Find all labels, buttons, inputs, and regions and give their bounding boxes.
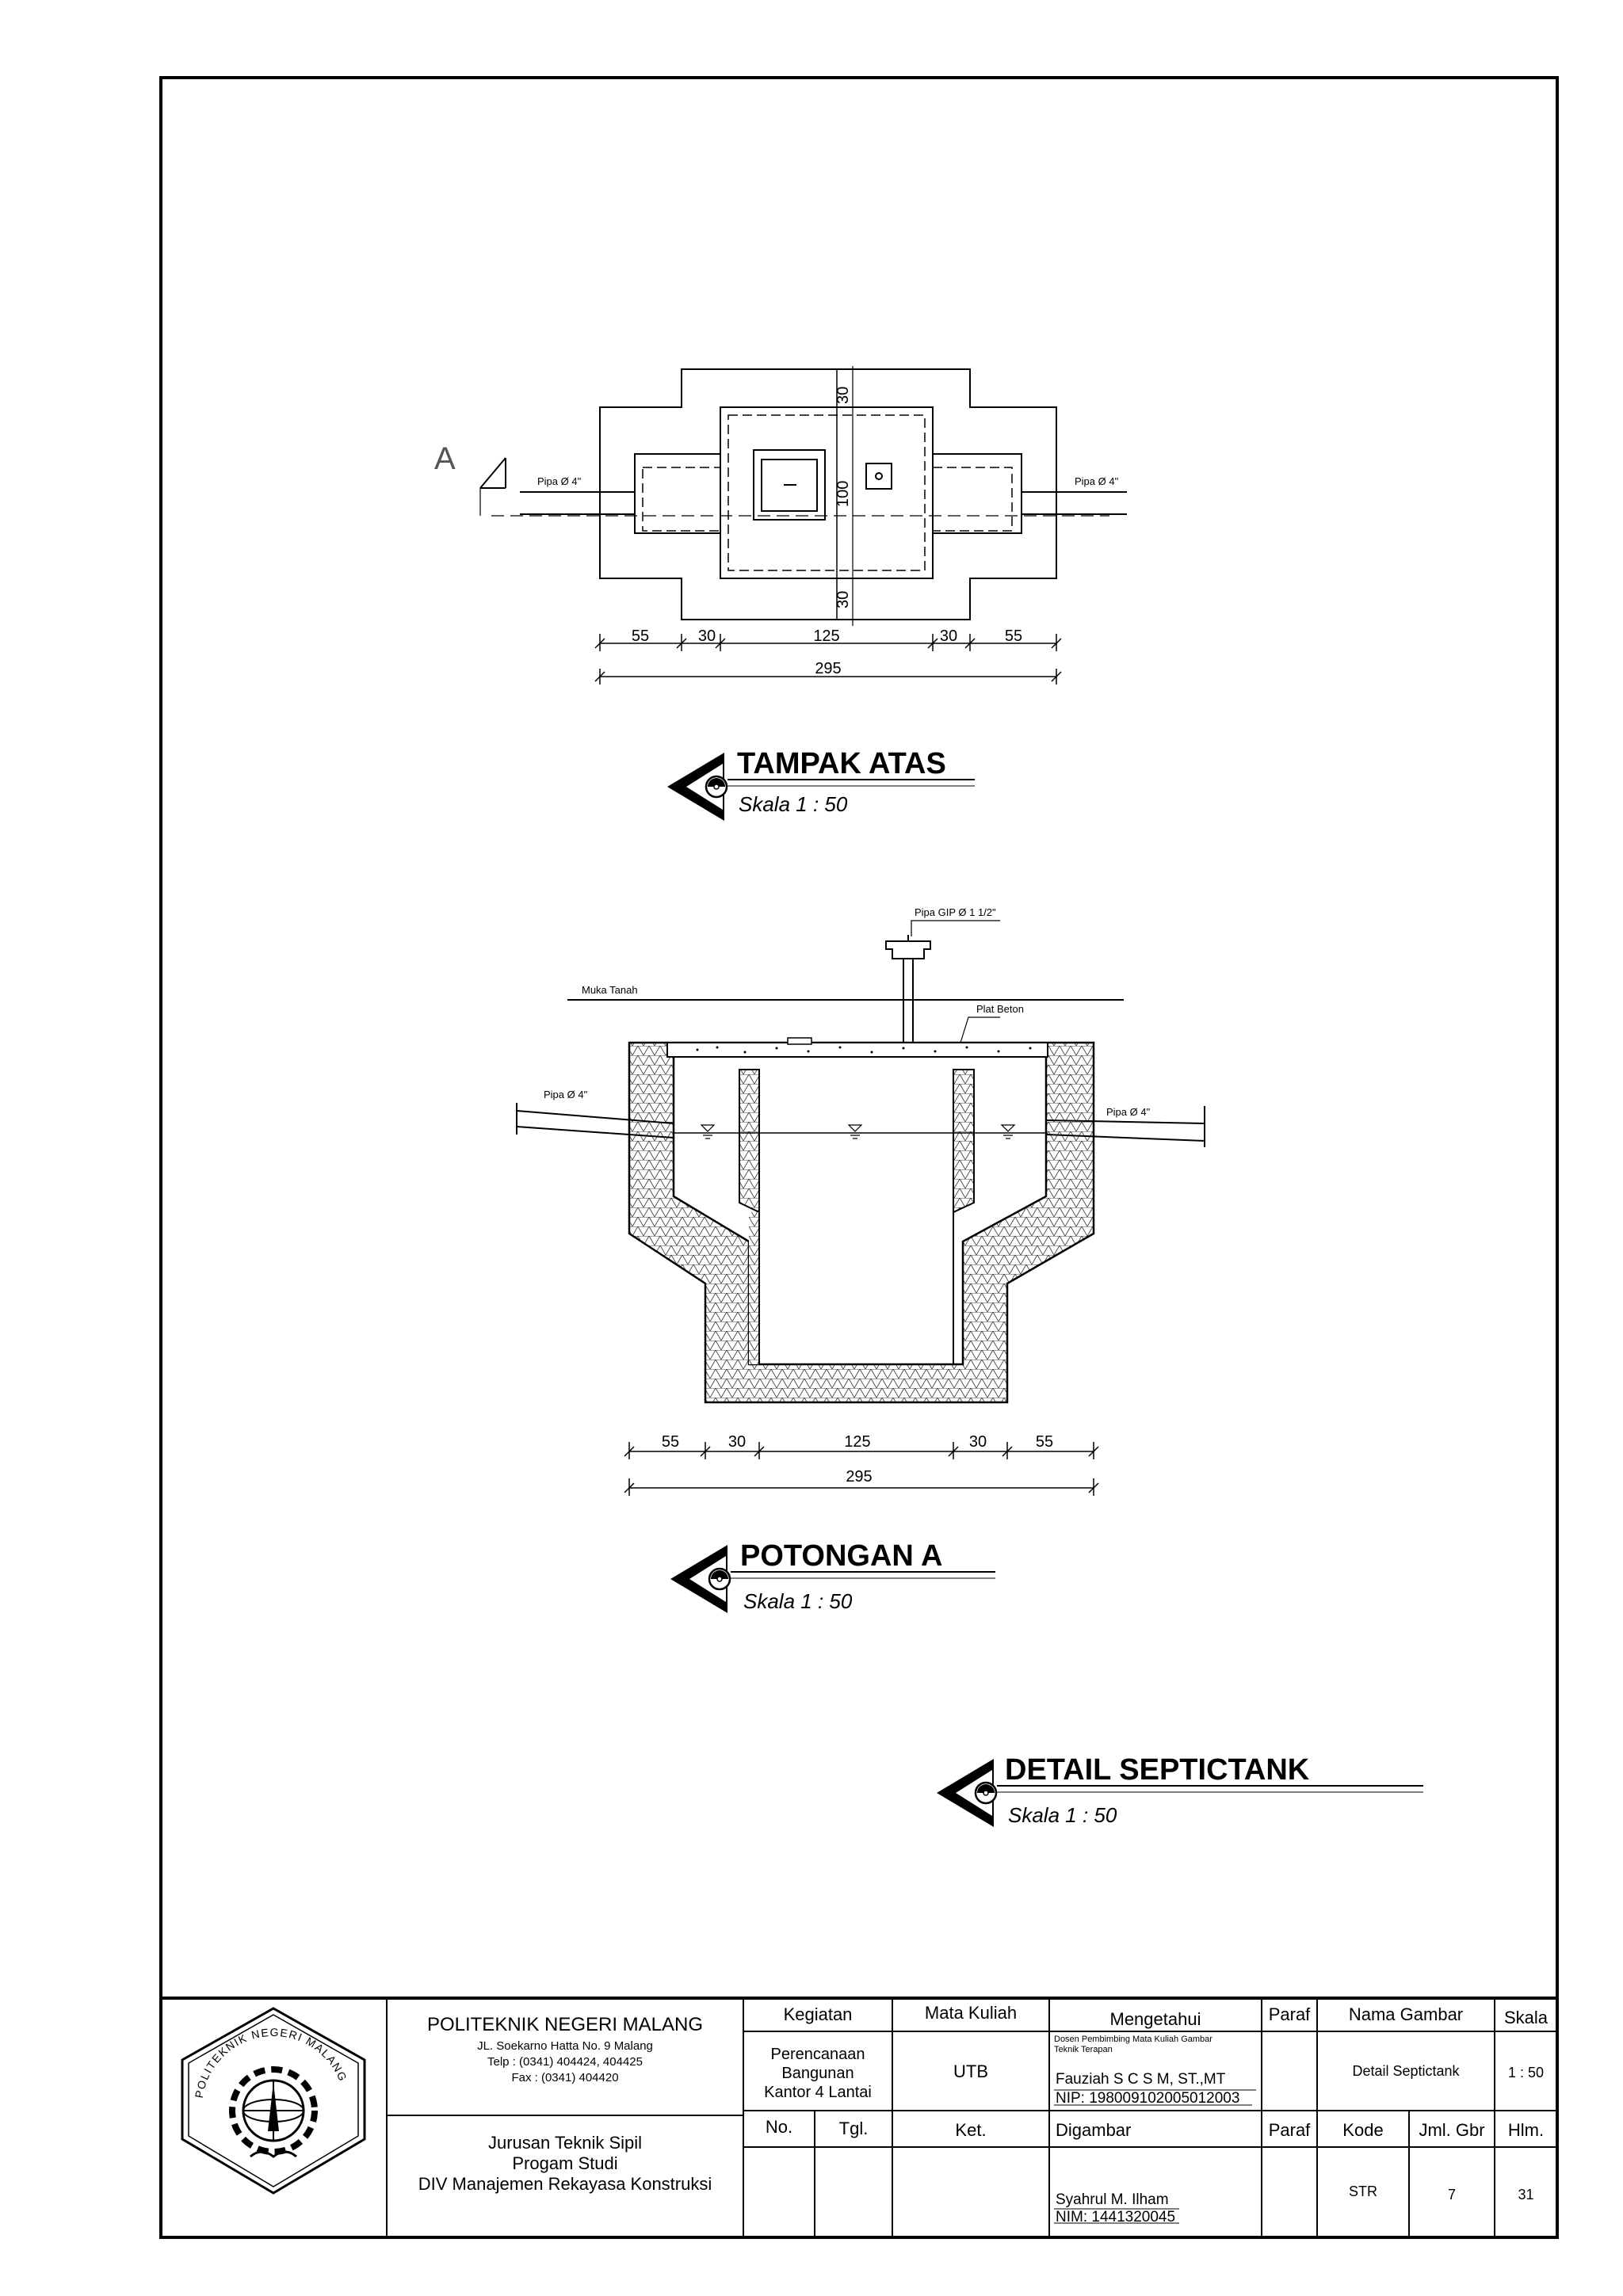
- section-right-baffle: [953, 1069, 975, 1214]
- inlet-pipe-bottom: [516, 1126, 674, 1138]
- top-dim-1: 55: [632, 627, 649, 645]
- top-view-plan: [479, 366, 1127, 626]
- paraf-header-2: Paraf: [1268, 2120, 1311, 2140]
- program-label: Progam Studi: [512, 2153, 618, 2173]
- top-dim-3: 125: [813, 627, 839, 645]
- top-view-right-chamber: [932, 453, 1022, 534]
- water-symbols: [700, 1124, 1016, 1139]
- top-dim-v-top: 30: [834, 387, 852, 404]
- kegiatan-header: Kegiatan: [783, 2004, 853, 2024]
- top-pipe-right-label: Pipa Ø 4": [1075, 475, 1119, 487]
- nama-gambar-value: Detail Septictank: [1352, 2063, 1460, 2079]
- institution-logo: POLITEKNIK NEGERI MALANG: [181, 2007, 366, 2195]
- section-pipe-left-label: Pipa Ø 4": [544, 1089, 588, 1100]
- institution-address: JL. Soekarno Hatta No. 9 Malang: [477, 2039, 653, 2053]
- department-name: Jurusan Teknik Sipil: [487, 2133, 643, 2153]
- no-header: No.: [765, 2117, 793, 2137]
- program-name: DIV Manajemen Rekayasa Konstruksi: [418, 2174, 712, 2194]
- section-marker-label: A: [434, 441, 456, 476]
- top-dim-4: 30: [940, 627, 957, 645]
- section-dim-5: 55: [1036, 1433, 1053, 1451]
- top-view-left-chamber: [634, 453, 721, 534]
- sheet-border: [159, 76, 1559, 2239]
- section-dimensions: [624, 1442, 1099, 1496]
- section-dim-4: 30: [969, 1433, 987, 1451]
- section-labels: Pipa GIP Ø 1 1/2" Muka Tanah Plat Beton …: [544, 906, 1151, 1486]
- skala-value: 1 : 50: [1507, 2065, 1545, 2081]
- title-block-grid: [161, 1997, 1557, 2237]
- supervisor-nip: NIP: 198009102005012003: [1056, 2090, 1240, 2107]
- mata-kuliah-header: Mata Kuliah: [924, 2003, 1018, 2023]
- kode-value: STR: [1349, 2183, 1377, 2199]
- top-pipe-left-label: Pipa Ø 4": [537, 475, 582, 487]
- top-view-dimensions: [594, 369, 1062, 685]
- top-view-labels: A Pipa Ø 4" Pipa Ø 4" 30 100 30 55 30 12…: [434, 387, 1119, 677]
- manhole-outer: [753, 449, 826, 521]
- top-view-title: TAMPAK ATAS: [737, 747, 946, 780]
- mata-kuliah-value: UTB: [953, 2061, 988, 2081]
- top-view-scale: Skala 1 : 50: [739, 792, 848, 816]
- vent-pipe: [885, 935, 931, 1043]
- supervisor-name: Fauziah S C S M, ST.,MT: [1056, 2071, 1226, 2088]
- top-dim-2: 30: [698, 627, 716, 645]
- outlet-pipe-top: [1045, 1119, 1205, 1124]
- supervisor-role-line-1: Dosen Pembimbing Mata Kuliah Gambar: [1054, 2035, 1212, 2044]
- section-dim-2: 30: [728, 1433, 746, 1451]
- hlm-value: 31: [1518, 2187, 1534, 2203]
- paraf-header-1: Paraf: [1268, 2004, 1311, 2024]
- detail-scale: Skala 1 : 50: [1008, 1803, 1117, 1827]
- skala-header: Skala: [1503, 2008, 1549, 2027]
- vent-box: [865, 463, 892, 490]
- section-dim-total: 295: [846, 1468, 872, 1486]
- kegiatan-line-3: Kantor 4 Lantai: [764, 2084, 872, 2101]
- kegiatan-line-1: Perencanaan: [770, 2046, 865, 2063]
- top-dim-5: 55: [1005, 627, 1022, 645]
- title-marker-top-view: TAMPAK ATAS Skala 1 : 50: [667, 747, 975, 821]
- institution-fax: Fax : (0341) 404420: [511, 2071, 619, 2084]
- section-pipe-gip-label: Pipa GIP Ø 1 1/2": [915, 906, 996, 918]
- top-view-outline: [599, 368, 1057, 620]
- slab-label: Plat Beton: [976, 1003, 1024, 1015]
- top-view-main-tank: [720, 406, 934, 579]
- title-marker-section-a: POTONGAN A Skala 1 : 50: [670, 1539, 995, 1613]
- top-dim-v-bot: 30: [834, 591, 852, 608]
- drawer-nim: NIM: 1441320045: [1056, 2209, 1176, 2225]
- section-dim-3: 125: [844, 1433, 870, 1451]
- kode-header: Kode: [1342, 2120, 1384, 2140]
- outlet-pipe-bottom: [1045, 1134, 1205, 1142]
- detail-title: DETAIL SEPTICTANK: [1005, 1753, 1310, 1787]
- top-dim-total: 295: [815, 660, 841, 677]
- digambar-header: Digambar: [1056, 2120, 1132, 2140]
- concrete-slab: [666, 1042, 1048, 1058]
- top-dim-v-mid: 100: [834, 481, 852, 507]
- section-a-drawing: [516, 920, 1205, 1404]
- institution-name: POLITEKNIK NEGERI MALANG: [426, 2014, 704, 2035]
- institution-phone: Telp : (0341) 404424, 404425: [487, 2055, 643, 2069]
- manhole-inner: [761, 459, 818, 512]
- jml-gbr-value: 7: [1447, 2187, 1456, 2203]
- supervisor-role-line-2: Teknik Terapan: [1054, 2045, 1113, 2054]
- mengetahui-header: Mengetahui: [1109, 2009, 1201, 2029]
- kegiatan-line-2: Bangunan: [781, 2065, 854, 2082]
- tgl-header: Tgl.: [838, 2119, 869, 2138]
- section-dim-1: 55: [662, 1433, 679, 1451]
- drawer-name: Syahrul M. Ilham: [1056, 2191, 1169, 2208]
- ket-header: Ket.: [955, 2120, 987, 2140]
- ground-label: Muka Tanah: [582, 984, 638, 996]
- title-marker-detail: DETAIL SEPTICTANK Skala 1 : 50: [937, 1753, 1423, 1827]
- section-left-baffle: [739, 1069, 760, 1214]
- jml-gbr-header: Jml. Gbr: [1419, 2120, 1485, 2140]
- nama-gambar-header: Nama Gambar: [1348, 2004, 1464, 2024]
- section-a-title: POTONGAN A: [740, 1539, 942, 1573]
- section-pipe-right-label: Pipa Ø 4": [1106, 1106, 1151, 1118]
- section-tank-floor: [749, 1212, 759, 1364]
- svg-text:POLITEKNIK NEGERI MALANG: POLITEKNIK NEGERI MALANG: [193, 2026, 350, 2099]
- inlet-pipe-top: [516, 1110, 674, 1124]
- section-a-scale: Skala 1 : 50: [743, 1589, 853, 1613]
- hlm-header: Hlm.: [1507, 2120, 1545, 2140]
